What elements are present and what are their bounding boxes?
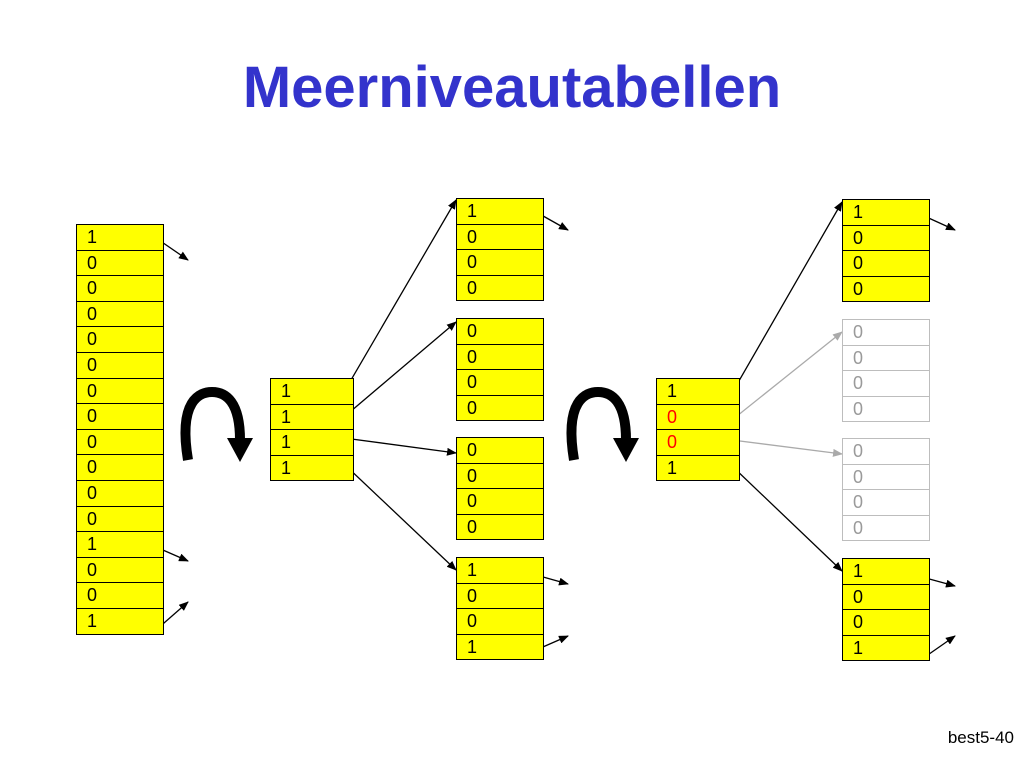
transform-arrow-right-icon <box>566 386 639 462</box>
faded-pointer-arrow <box>731 331 843 421</box>
table-cell: 1 <box>76 531 164 558</box>
table-cell: 0 <box>76 454 164 481</box>
pointer-arrow <box>731 201 843 394</box>
table-cell: 0 <box>842 250 930 277</box>
table-cell: 0 <box>76 480 164 507</box>
transform-arrow-left-icon <box>180 386 253 462</box>
table-cell: 0 <box>76 301 164 327</box>
table-cell: 1 <box>842 558 930 585</box>
table-cell: 0 <box>76 275 164 302</box>
pointer-arrow <box>343 199 457 393</box>
table-cell: 0 <box>842 276 930 302</box>
table-cell: 0 <box>456 608 544 635</box>
table-cell: 0 <box>842 438 930 465</box>
table-cell: 0 <box>456 369 544 396</box>
pointer-arrow <box>343 321 457 418</box>
table-cell: 0 <box>76 582 164 609</box>
table-cell: 0 <box>76 403 164 430</box>
table-cell: 0 <box>456 249 544 276</box>
table-cell: 1 <box>270 404 354 430</box>
slide-number: best5-40 <box>947 728 1014 747</box>
table-cell: 0 <box>456 318 544 345</box>
table-cell: 0 <box>76 429 164 455</box>
table-cell: 0 <box>842 515 930 541</box>
table-cell: 1 <box>76 608 164 635</box>
table-cell: 0 <box>76 352 164 379</box>
table-cell: 1 <box>270 378 354 405</box>
table-cell: 1 <box>456 557 544 584</box>
table-cell: 0 <box>842 225 930 251</box>
table-cell: 1 <box>76 224 164 251</box>
table-cell: 0 <box>456 488 544 515</box>
table-cell: 0 <box>656 404 740 430</box>
table-cell: 0 <box>456 344 544 370</box>
table-cell: 0 <box>842 370 930 397</box>
table-cell: 0 <box>456 583 544 609</box>
table-cell: 0 <box>76 326 164 353</box>
table-cell: 0 <box>842 396 930 422</box>
faded-pointer-arrow <box>731 439 843 457</box>
table-cell: 0 <box>76 250 164 276</box>
table-cell: 1 <box>842 199 930 226</box>
table-cell: 0 <box>456 395 544 421</box>
table-cell: 0 <box>456 514 544 540</box>
table-cell: 0 <box>456 224 544 250</box>
table-cell: 1 <box>270 455 354 481</box>
table-cell: 0 <box>456 463 544 489</box>
table-cell: 0 <box>842 584 930 610</box>
table-cell: 1 <box>656 378 740 405</box>
table-cell: 0 <box>76 378 164 404</box>
table-cell: 0 <box>842 345 930 371</box>
pointer-arrow <box>343 463 457 571</box>
table-cell: 1 <box>456 198 544 225</box>
table-cell: 0 <box>656 429 740 456</box>
pointer-arrow <box>343 437 457 456</box>
table-cell: 0 <box>842 609 930 636</box>
pointer-arrow <box>731 465 843 572</box>
page-title: Meerniveautabellen <box>242 55 782 120</box>
table-cell: 1 <box>456 634 544 660</box>
table-cell: 0 <box>456 275 544 301</box>
table-cell: 1 <box>656 455 740 481</box>
table-cell: 0 <box>76 506 164 532</box>
table-cell: 0 <box>842 464 930 490</box>
table-cell: 1 <box>842 635 930 661</box>
table-cell: 0 <box>76 557 164 583</box>
table-cell: 0 <box>842 489 930 516</box>
table-cell: 0 <box>842 319 930 346</box>
table-cell: 0 <box>456 437 544 464</box>
table-cell: 1 <box>270 429 354 456</box>
